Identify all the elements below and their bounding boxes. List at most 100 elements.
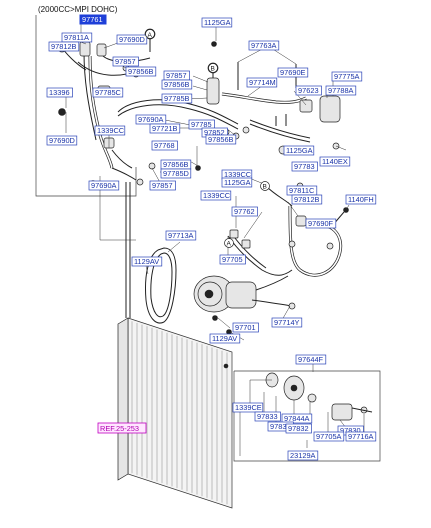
part-number-text: 1140EX bbox=[322, 157, 348, 166]
part-label-1339cc[interactable]: 1339CC bbox=[94, 125, 126, 136]
part-label-97783[interactable]: 97783 bbox=[291, 161, 318, 172]
part-number-text: 97811C bbox=[289, 186, 315, 195]
part-number-text: 97812B bbox=[51, 42, 77, 51]
part-label-23129a[interactable]: 23129A bbox=[287, 450, 319, 461]
part-label-97690a[interactable]: 97690A bbox=[135, 114, 167, 125]
part-number-text: 97856B bbox=[164, 80, 190, 89]
svg-text:B: B bbox=[211, 66, 215, 73]
part-label-97775a[interactable]: 97775A bbox=[331, 71, 363, 82]
part-label-97713a[interactable]: 97713A bbox=[165, 230, 197, 241]
part-label-97833[interactable]: 97833 bbox=[254, 411, 281, 422]
part-label-1129av[interactable]: 1129AV bbox=[209, 333, 241, 344]
part-label-1125ga[interactable]: 1125GA bbox=[201, 17, 233, 28]
part-number-text: 1339CC bbox=[203, 191, 231, 200]
part-number-text: 1339CE bbox=[235, 403, 262, 412]
part-label-97856b[interactable]: 97856B bbox=[205, 134, 237, 145]
part-number-text: 97690A bbox=[138, 115, 164, 124]
part-label-97785d[interactable]: 97785D bbox=[160, 168, 192, 179]
part-label-1129av[interactable]: 1129AV bbox=[131, 256, 163, 267]
part-label-1125ga[interactable]: 1125GA bbox=[283, 145, 315, 156]
part-label-97857[interactable]: 97857 bbox=[163, 70, 190, 81]
reference-label[interactable]: REF.25-253 bbox=[97, 422, 147, 434]
svg-text:B: B bbox=[263, 184, 267, 191]
marker-b: B bbox=[208, 63, 218, 73]
part-label-highlight[interactable]: 97761 bbox=[79, 14, 107, 25]
part-label-97832[interactable]: 97832 bbox=[285, 423, 312, 434]
part-label-97763a[interactable]: 97763A bbox=[248, 40, 280, 51]
part-label-97705[interactable]: 97705 bbox=[219, 254, 246, 265]
part-label-97811a[interactable]: 97811A bbox=[61, 32, 93, 43]
part-number-text: 97856B bbox=[208, 135, 234, 144]
part-label-97857[interactable]: 97857 bbox=[149, 180, 176, 191]
part-number-text: 97783 bbox=[294, 162, 315, 171]
part-label-1339cc[interactable]: 1339CC bbox=[200, 190, 232, 201]
part-label-1140ex[interactable]: 1140EX bbox=[319, 156, 351, 167]
part-number-text: 97857 bbox=[115, 57, 136, 66]
part-label-97788a[interactable]: 97788A bbox=[325, 85, 357, 96]
part-number-text: 97834 bbox=[270, 422, 291, 431]
part-label-97690d[interactable]: 97690D bbox=[116, 34, 148, 45]
part-label-97690d[interactable]: 97690D bbox=[46, 135, 78, 146]
part-number-text: 97775A bbox=[334, 72, 360, 81]
part-number-text: 97714M bbox=[249, 78, 276, 87]
part-number-text: 97830 bbox=[340, 426, 361, 435]
part-number-text: 97721B bbox=[152, 124, 178, 133]
part-number-text: 97705 bbox=[222, 255, 243, 264]
condenser bbox=[117, 317, 233, 509]
part-number-text: 23129A bbox=[290, 451, 316, 460]
part-label-97701[interactable]: 97701 bbox=[232, 322, 259, 333]
part-number-text: 97785 bbox=[191, 120, 212, 129]
marker-a-lower: A bbox=[224, 238, 234, 248]
part-label-97690e[interactable]: 97690E bbox=[277, 67, 309, 78]
part-label-97856b[interactable]: 97856B bbox=[160, 159, 192, 170]
part-number-text: 97690E bbox=[280, 68, 306, 77]
part-number-text: 97701 bbox=[235, 323, 256, 332]
frame-top bbox=[35, 15, 137, 197]
svg-text:REF.25-253: REF.25-253 bbox=[100, 424, 139, 433]
part-number-text: 13396 bbox=[49, 88, 70, 97]
part-label-97705a[interactable]: 97705A bbox=[313, 431, 345, 442]
part-label-97785b[interactable]: 97785B bbox=[161, 93, 193, 104]
part-number-text: 97856B bbox=[128, 67, 154, 76]
part-label-97762[interactable]: 97762 bbox=[231, 206, 258, 217]
compressor-assembly bbox=[145, 247, 296, 335]
part-label-97856b[interactable]: 97856B bbox=[161, 79, 193, 90]
svg-text:A: A bbox=[148, 32, 153, 39]
part-label-97812b[interactable]: 97812B bbox=[48, 41, 80, 52]
part-label-97812b[interactable]: 97812B bbox=[291, 194, 323, 205]
part-label-97844a[interactable]: 97844A bbox=[281, 413, 313, 424]
part-number-text: 97833 bbox=[257, 412, 278, 421]
part-number-text: 97785D bbox=[163, 169, 189, 178]
part-number-text: 97716A bbox=[348, 432, 374, 441]
part-number-text: 1129AV bbox=[134, 257, 159, 266]
part-label-97856b[interactable]: 97856B bbox=[125, 66, 157, 77]
part-label-1140fh[interactable]: 1140FH bbox=[345, 194, 377, 205]
part-label-97768[interactable]: 97768 bbox=[151, 140, 178, 151]
pipe-group-middle bbox=[227, 181, 349, 277]
part-label-97623[interactable]: 97623 bbox=[295, 85, 322, 96]
part-label-13396[interactable]: 13396 bbox=[46, 87, 73, 98]
part-number-text: 1129AV bbox=[212, 334, 237, 343]
part-label-97714m[interactable]: 97714M bbox=[246, 77, 278, 88]
part-label-97857[interactable]: 97857 bbox=[112, 56, 139, 67]
part-label-1125ga[interactable]: 1125GA bbox=[221, 177, 253, 188]
part-label-97811c[interactable]: 97811C bbox=[286, 185, 318, 196]
svg-text:97761: 97761 bbox=[82, 15, 103, 24]
part-label-97690a[interactable]: 97690A bbox=[88, 180, 120, 191]
part-label-97785c[interactable]: 97785C bbox=[92, 87, 124, 98]
part-label-97644f[interactable]: 97644F bbox=[295, 354, 327, 365]
part-number-text: 97856B bbox=[163, 160, 189, 169]
part-number-text: 97857 bbox=[166, 71, 187, 80]
part-number-text: 97812B bbox=[294, 195, 320, 204]
part-number-text: 1125GA bbox=[224, 178, 251, 187]
part-label-97716a[interactable]: 97716A bbox=[345, 431, 377, 442]
part-label-97690f[interactable]: 97690F bbox=[305, 218, 337, 229]
part-number-text: 97811A bbox=[64, 33, 89, 42]
part-label-97714y[interactable]: 97714Y bbox=[271, 317, 303, 328]
part-number-text: 97690D bbox=[49, 136, 75, 145]
part-number-text: 97705A bbox=[316, 432, 342, 441]
part-label-97721b[interactable]: 97721B bbox=[149, 123, 181, 134]
part-label-1339ce[interactable]: 1339CE bbox=[232, 402, 264, 413]
pipe-group-right bbox=[195, 62, 341, 171]
part-number-text: 97690A bbox=[91, 181, 117, 190]
